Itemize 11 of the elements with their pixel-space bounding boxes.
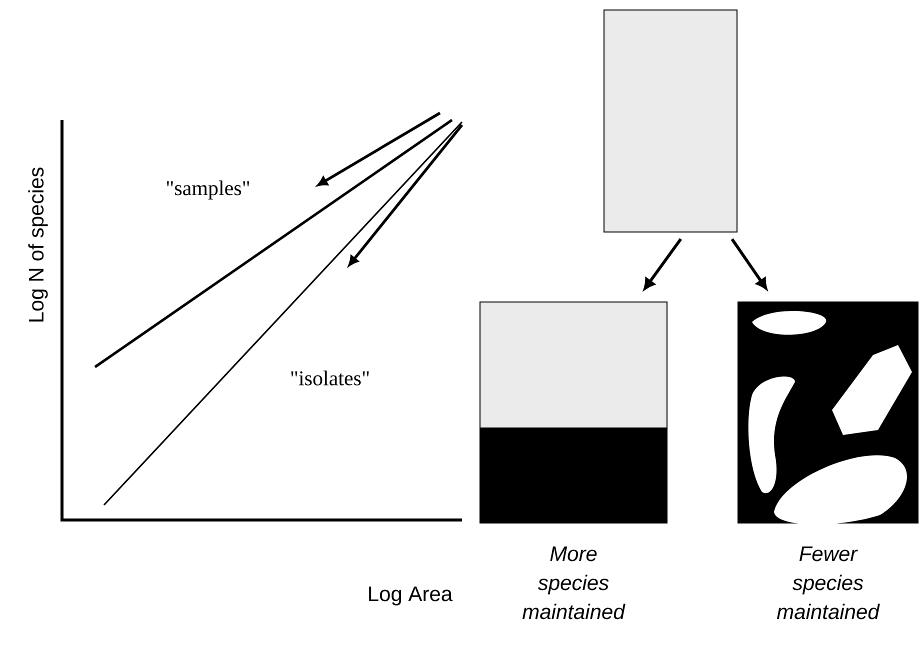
axis-title: Log Area [369,586,453,606]
caption-text: More species maintained [522,546,626,620]
caption-text: Fewer species maintained [777,546,880,620]
axis-title: Log N of species [28,168,48,322]
line-label: "isolates" [291,370,369,386]
panel-box [604,10,738,232]
arrow [644,238,682,290]
line-label: "samples" [166,180,250,200]
landscape-drawing [480,302,668,524]
fragments-drawing [738,302,918,524]
arrow [730,238,768,290]
